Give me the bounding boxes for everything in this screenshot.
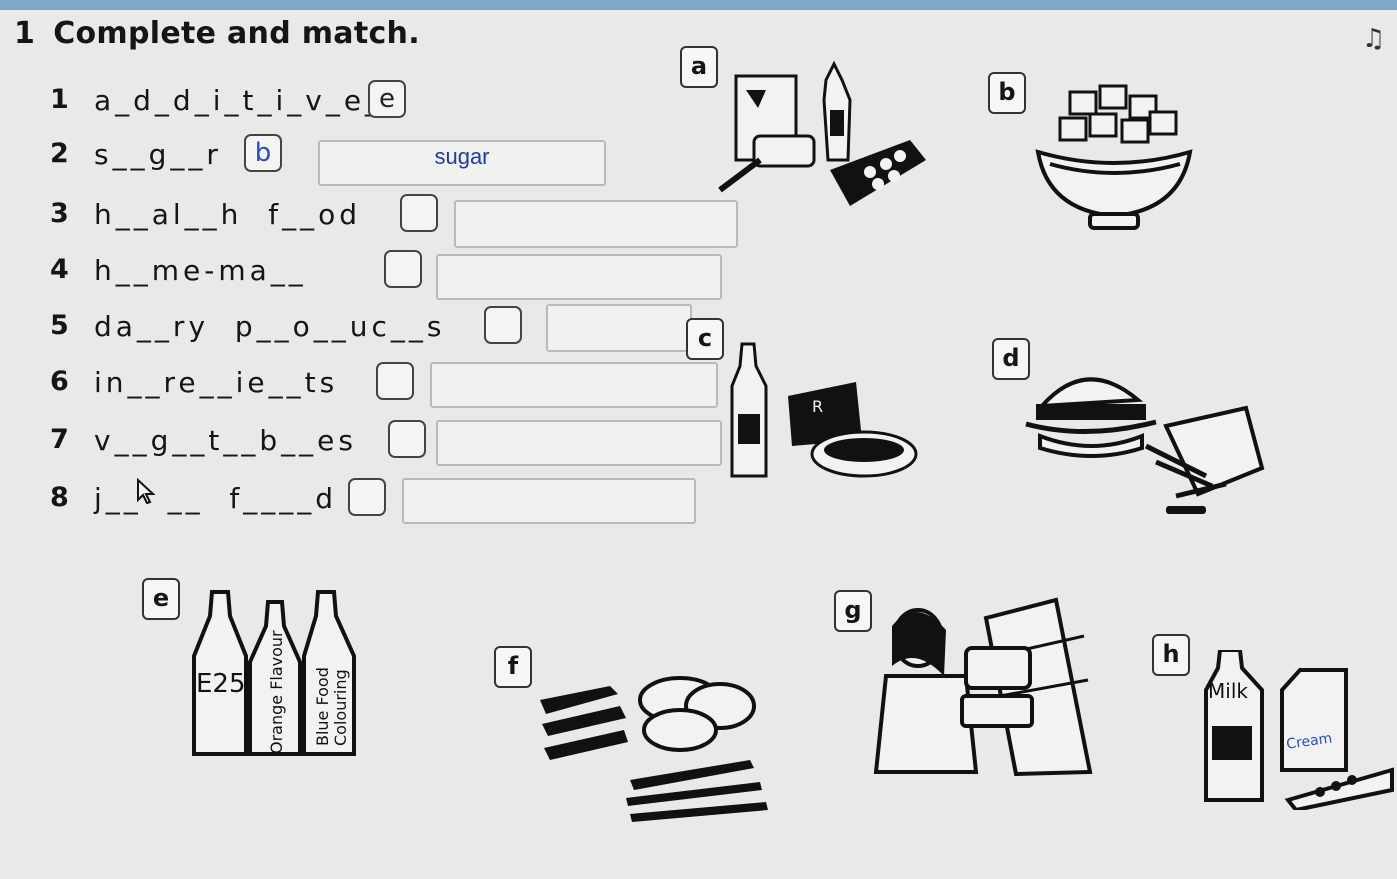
- list-item: 5 da__ry p__o__uc__s: [0, 304, 700, 352]
- e25-label: E25: [196, 669, 246, 699]
- bottles-illustration: E25 Orange Flavour Blue Food Colouring: [192, 590, 356, 756]
- list-item: 1 a_d_d_i_t_i_v_e_s e: [0, 78, 420, 124]
- colouring-label: Colouring: [331, 669, 350, 746]
- picture-label-g: g: [834, 590, 872, 632]
- list-item: 4 h__me-ma__: [0, 248, 725, 300]
- list-item: 8 j__ __ f____d: [0, 476, 700, 524]
- top-window-bar: [0, 0, 1397, 10]
- item-number: 8: [50, 482, 69, 513]
- picture-label-d: d: [992, 338, 1030, 380]
- letter-input[interactable]: [384, 250, 422, 288]
- answer-input[interactable]: sugar: [318, 140, 606, 186]
- answer-input[interactable]: [402, 478, 696, 524]
- item-word: a_d_d_i_t_i_v_e_s: [94, 84, 402, 117]
- answer-input[interactable]: [546, 304, 692, 352]
- milk-label: Milk: [1208, 679, 1248, 703]
- meal-box-letter: R: [812, 397, 823, 416]
- item-number: 4: [50, 254, 69, 285]
- exercise-instruction: Complete and match.: [53, 16, 420, 51]
- list-item: 6 in__re__ie__ts: [0, 360, 720, 408]
- letter-input[interactable]: [484, 306, 522, 344]
- picture-label-c: c: [686, 318, 724, 360]
- picture-label-f: f: [494, 646, 532, 688]
- vegetables-illustration: [540, 676, 768, 822]
- list-item: 7 v__g__t__b__es: [0, 418, 725, 466]
- item-word: j__ __ f____d: [94, 482, 338, 515]
- item-number: 6: [50, 366, 69, 397]
- answer-input[interactable]: [436, 420, 722, 466]
- cream-label: Cream: [1285, 730, 1333, 752]
- item-word: in__re__ie__ts: [94, 366, 339, 399]
- sugar-bowl-illustration: [1035, 84, 1193, 230]
- ready-meal-illustration: R: [730, 342, 918, 478]
- letter-input[interactable]: [388, 420, 426, 458]
- item-number: 3: [50, 198, 69, 229]
- answer-input[interactable]: [430, 362, 718, 408]
- letter-input[interactable]: e: [368, 80, 406, 118]
- exercise-title: 1 Complete and match.: [14, 16, 420, 51]
- letter-input[interactable]: [348, 478, 386, 516]
- list-item: 3 h__al__h f__od: [0, 192, 740, 248]
- letter-input[interactable]: [376, 362, 414, 400]
- item-number: 2: [50, 138, 69, 169]
- item-number: 1: [50, 84, 69, 115]
- picture-label-h: h: [1152, 634, 1190, 676]
- answer-input[interactable]: [436, 254, 722, 300]
- item-number: 5: [50, 310, 69, 341]
- answer-input[interactable]: [454, 200, 738, 248]
- exercise-number: 1: [14, 16, 36, 51]
- woman-fridge-illustration: [873, 597, 1093, 776]
- milk-cream-illustration: Milk Cream: [1204, 650, 1394, 810]
- item-word: v__g__t__b__es: [94, 424, 357, 457]
- baking-ingredients-illustration: [718, 60, 926, 206]
- item-word: h__me-ma__: [94, 254, 307, 287]
- burger-fries-illustration: [1025, 377, 1265, 514]
- list-item: 2 s__g__r b sugar: [0, 132, 610, 186]
- orange-flavour-label: Orange Flavour: [267, 630, 286, 754]
- picture-label-e: e: [142, 578, 180, 620]
- item-number: 7: [50, 424, 69, 455]
- item-word: s__g__r: [94, 138, 222, 171]
- letter-input[interactable]: b: [244, 134, 282, 172]
- hand-cursor-icon: [137, 477, 156, 505]
- blue-food-label: Blue Food: [313, 667, 332, 746]
- audio-track-icon[interactable]: ♫: [1362, 24, 1386, 54]
- picture-label-a: a: [680, 46, 718, 88]
- item-word: da__ry p__o__uc__s: [94, 310, 446, 343]
- item-word: h__al__h f__od: [94, 198, 361, 231]
- picture-label-b: b: [988, 72, 1026, 114]
- letter-input[interactable]: [400, 194, 438, 232]
